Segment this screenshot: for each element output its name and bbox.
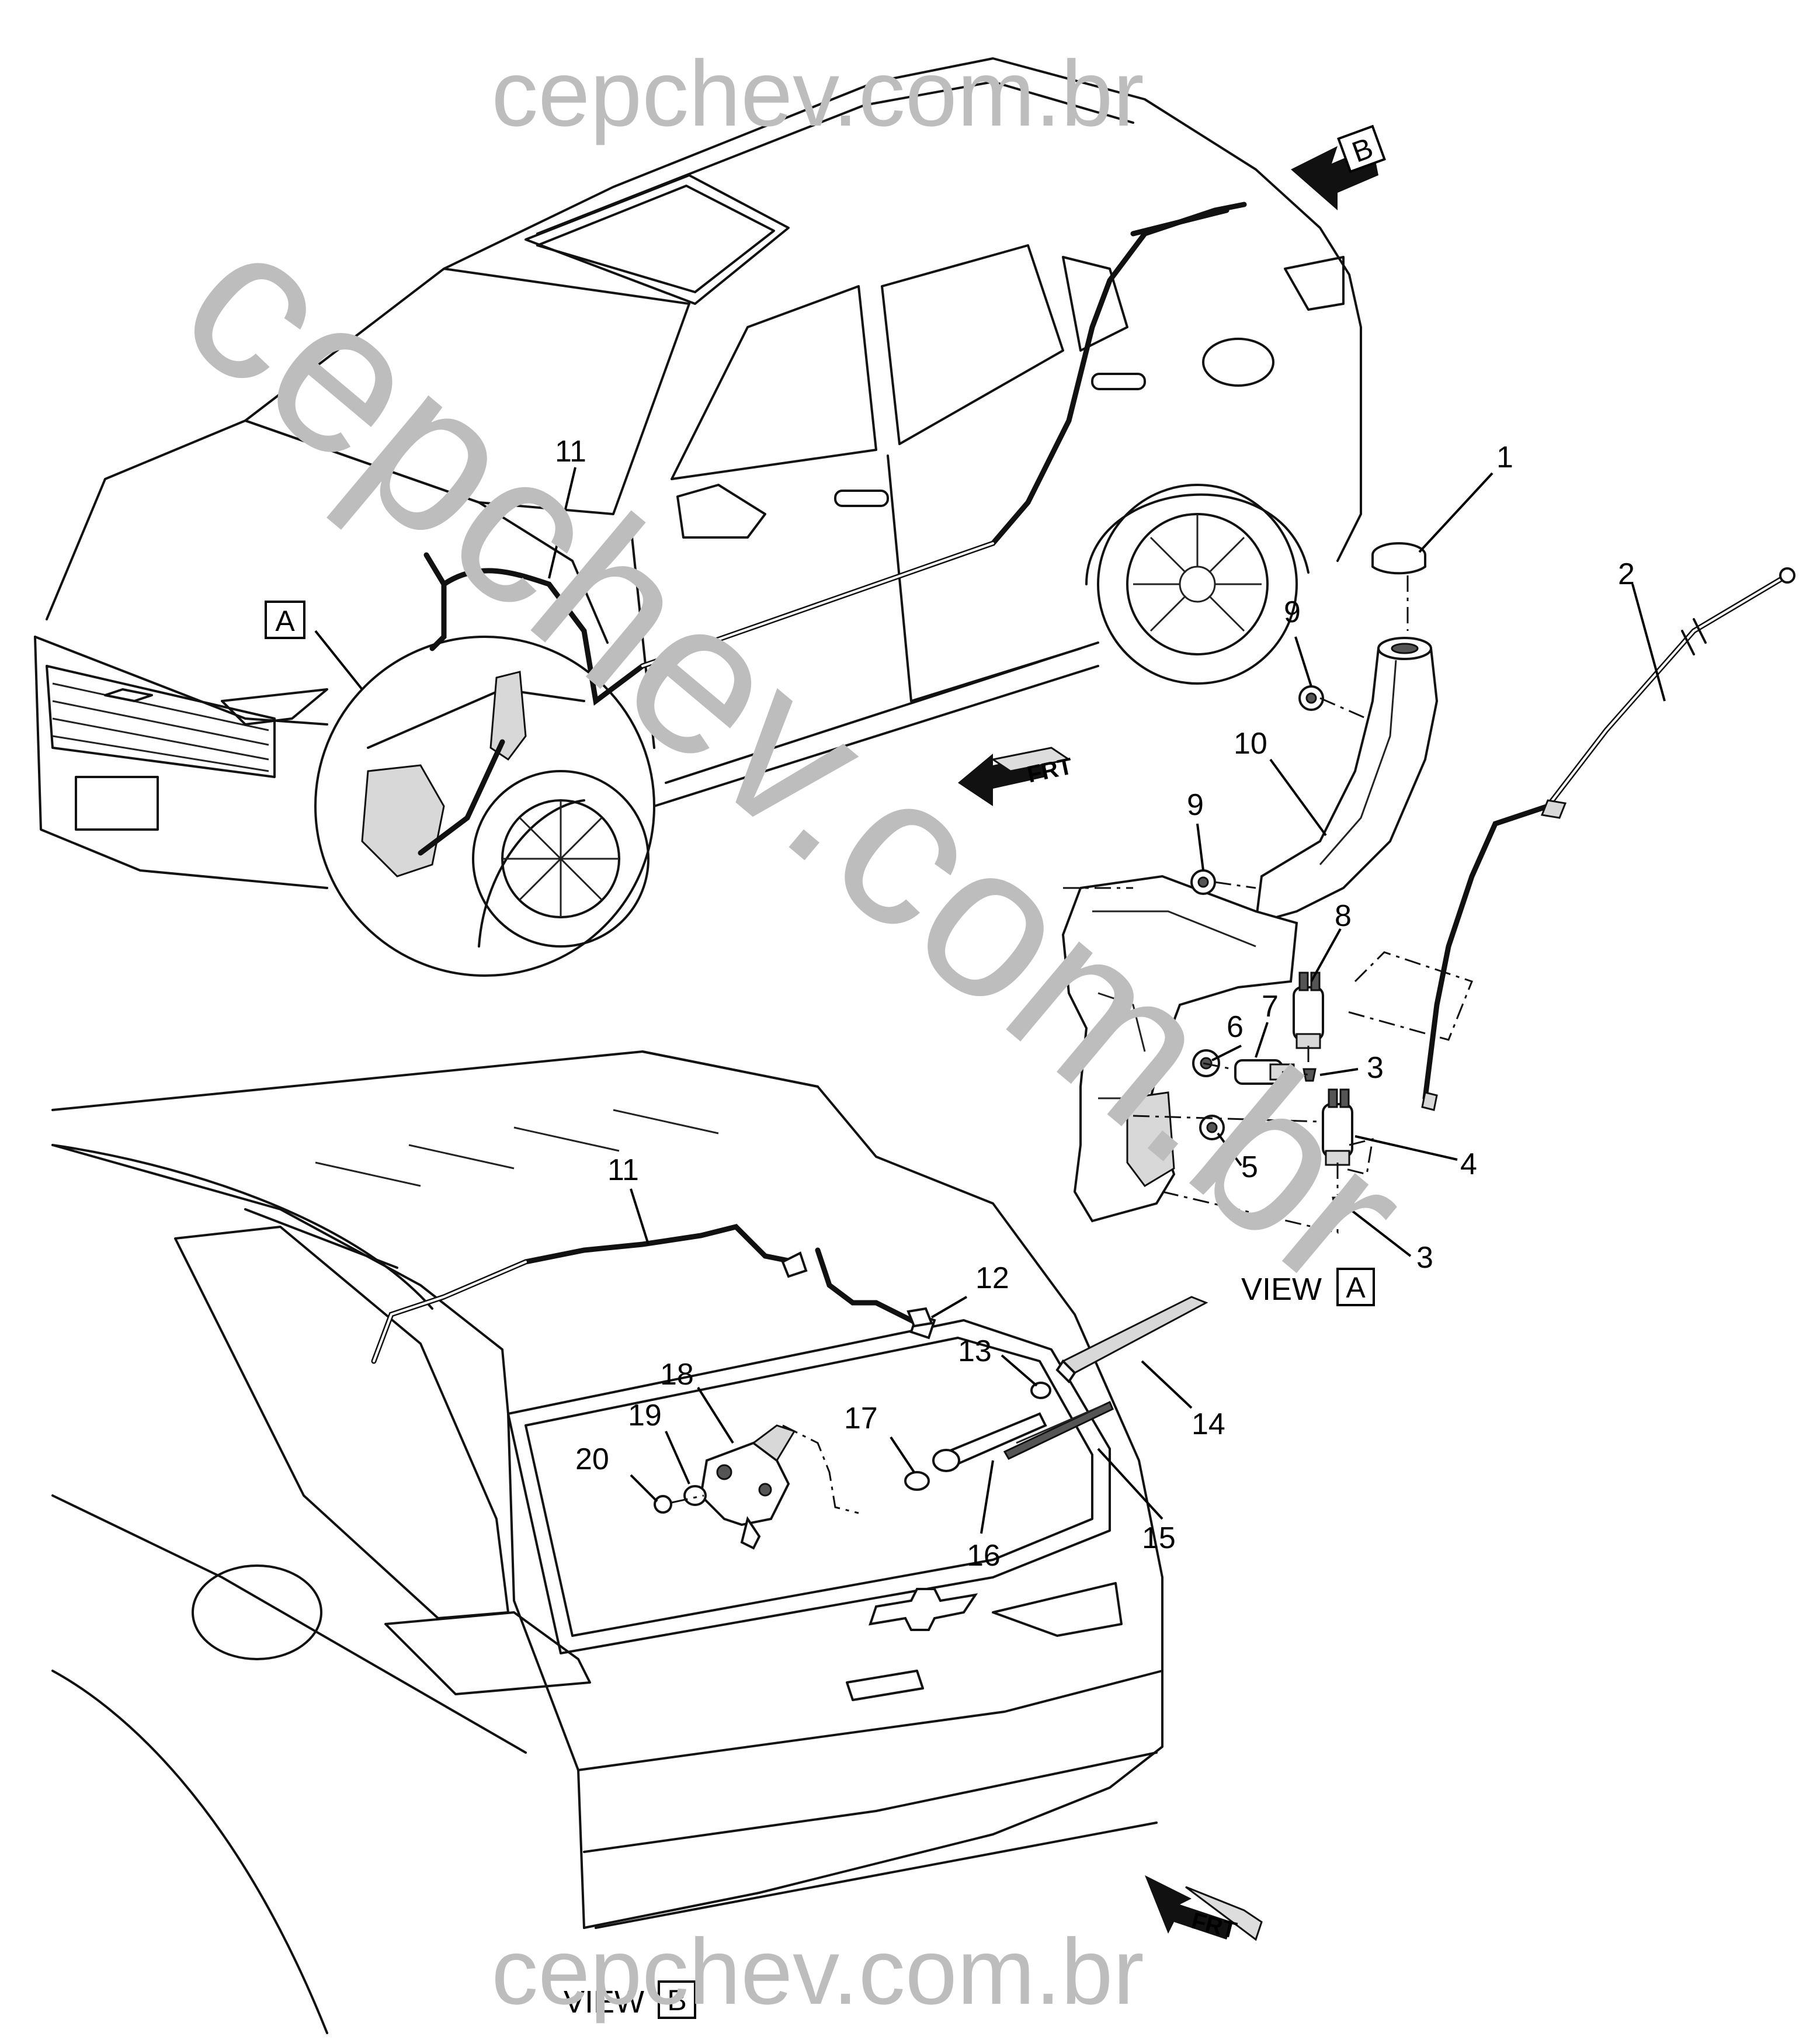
svg-text:A: A xyxy=(275,605,295,637)
callout-2: 2 xyxy=(1618,557,1635,591)
callout-12: 12 xyxy=(975,1261,1009,1295)
rear-wiper-parts xyxy=(654,1296,1208,1550)
washer-reservoir-assembly xyxy=(1061,542,1795,1234)
rear-vehicle-drawing xyxy=(51,1050,1163,2034)
callout-11-front: 11 xyxy=(555,435,586,469)
callout-20: 20 xyxy=(575,1442,609,1476)
front-vehicle-drawing xyxy=(34,57,1362,889)
svg-text:VIEW: VIEW xyxy=(564,1985,644,2020)
callout-9-lower: 9 xyxy=(1187,788,1204,822)
detail-a-leader xyxy=(314,630,363,691)
callout-9-upper: 9 xyxy=(1284,595,1301,629)
callout-8: 8 xyxy=(1335,899,1352,933)
callout-14: 14 xyxy=(1192,1407,1225,1441)
callout-10: 10 xyxy=(1234,727,1267,761)
front-direction-arrow: FRT xyxy=(958,747,1075,806)
detail-marker-a: A xyxy=(265,601,305,639)
callout-15: 15 xyxy=(1142,1521,1176,1555)
rear-direction-arrow: FRT xyxy=(1145,1875,1263,1944)
svg-text:A: A xyxy=(1346,1271,1366,1304)
svg-text:B: B xyxy=(667,1984,686,2017)
view-a-label: VIEW A xyxy=(1241,1268,1375,1307)
callout-5: 5 xyxy=(1241,1150,1258,1184)
callout-13: 13 xyxy=(958,1334,992,1368)
view-b-arrow: B xyxy=(1291,124,1386,210)
callout-6: 6 xyxy=(1227,1010,1244,1044)
view-b-label: VIEW B xyxy=(564,1980,696,2020)
rear-wiper-blade xyxy=(1003,1400,1114,1460)
svg-text:VIEW: VIEW xyxy=(1241,1272,1322,1307)
leader-lines xyxy=(548,467,1666,1534)
watermark-bottom: cepchev.com.br xyxy=(491,1919,1144,2024)
callout-1: 1 xyxy=(1496,440,1513,474)
callout-3-upper: 3 xyxy=(1367,1051,1384,1085)
detail-circle-a xyxy=(314,636,655,977)
callout-17: 17 xyxy=(844,1401,878,1435)
callout-7: 7 xyxy=(1262,990,1279,1024)
callout-3-lower: 3 xyxy=(1416,1241,1433,1275)
callout-11-rear: 11 xyxy=(607,1153,639,1187)
callout-16: 16 xyxy=(967,1539,1001,1573)
filler-neck xyxy=(1254,639,1439,925)
callout-18: 18 xyxy=(660,1358,694,1392)
callout-labels: 1 2 9 10 9 8 7 6 3 4 5 3 11 11 12 13 14 … xyxy=(555,435,1635,1573)
callout-4: 4 xyxy=(1460,1147,1477,1181)
watermark-top: cepchev.com.br xyxy=(491,41,1144,145)
callout-19: 19 xyxy=(628,1399,662,1432)
